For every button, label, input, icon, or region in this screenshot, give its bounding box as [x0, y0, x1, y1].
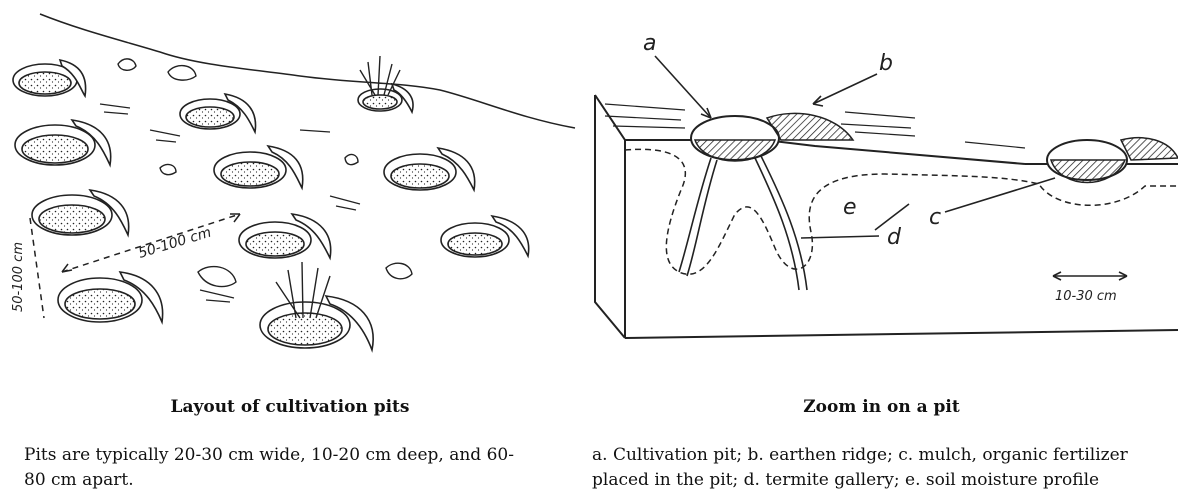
left-figure-description: Pits are typically 20-30 cm wide, 10-20 … — [24, 443, 524, 493]
pit-layout-illustration: 50-100 cm 50-100 cm — [0, 0, 580, 380]
label-d: d — [887, 225, 902, 250]
pit — [260, 296, 373, 350]
pit — [180, 94, 256, 132]
label-a: a — [643, 31, 656, 56]
pit — [32, 190, 129, 235]
pit — [13, 60, 86, 96]
termite-galleries — [679, 156, 807, 290]
pit — [58, 272, 163, 322]
pit-zoom-illustration: a b c d e 10-30 cm — [585, 0, 1178, 380]
pit — [239, 214, 331, 258]
dimension-line-vertical — [30, 218, 44, 318]
vertical-spacing-label: 50-100 cm — [11, 242, 26, 312]
cultivation-pits — [13, 60, 529, 350]
pit — [384, 148, 475, 190]
label-e: e — [843, 195, 857, 220]
pit — [214, 146, 303, 188]
scale-label: 10-30 cm — [1055, 289, 1117, 304]
pit — [15, 120, 111, 165]
ground-horizon-line — [40, 14, 575, 128]
right-figure-description: a. Cultivation pit; b. earthen ridge; c.… — [592, 443, 1172, 493]
pit-c — [1047, 138, 1178, 183]
pit-a — [691, 113, 853, 161]
pit-layout-drawing: 50-100 cm 50-100 cm — [0, 0, 580, 380]
label-c: c — [929, 205, 941, 230]
label-b: b — [879, 51, 893, 76]
left-figure-caption: Layout of cultivation pits — [0, 397, 580, 417]
right-figure-caption: Zoom in on a pit — [585, 397, 1178, 417]
pit — [441, 216, 529, 257]
horizontal-spacing-label: 50-100 cm — [136, 224, 213, 261]
pit-zoom-drawing: a b c d e 10-30 cm — [585, 0, 1178, 380]
